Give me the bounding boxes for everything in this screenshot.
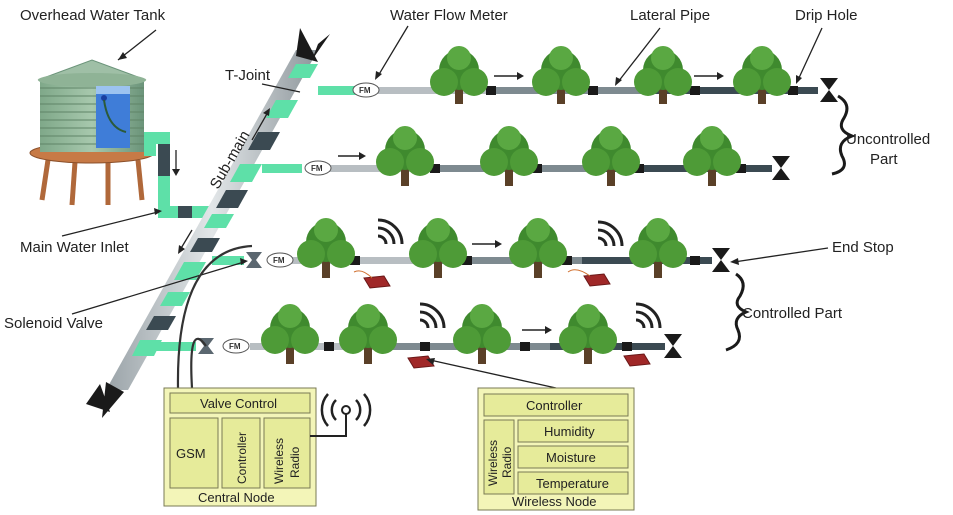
uncontrolled-brace — [831, 94, 857, 176]
wifi-signal-icon — [635, 302, 662, 329]
tree-icon — [480, 126, 538, 186]
label-t-joint: T-Joint — [225, 67, 271, 84]
tree-icon — [509, 218, 567, 278]
svg-text:FM: FM — [229, 342, 241, 351]
central-node-title: Valve Control — [200, 396, 277, 411]
sub-main-pipe — [86, 28, 330, 418]
central-node-gsm: GSM — [176, 446, 206, 461]
main-inlet-pipe — [144, 132, 216, 218]
label-lateral-pipe: Lateral Pipe — [630, 7, 710, 24]
label-end-stop: End Stop — [832, 239, 894, 256]
end-stop-valve-icon — [820, 90, 838, 102]
tree-icon — [733, 46, 791, 104]
end-stop-valve-icon — [772, 156, 790, 168]
control-cable — [190, 337, 207, 389]
label-uncontrolled-part: Uncontrolled — [846, 131, 930, 148]
wifi-signal-icon — [377, 218, 404, 245]
tree-icon — [634, 46, 692, 104]
label-main-water-inlet: Main Water Inlet — [20, 239, 129, 256]
tree-icon — [629, 218, 687, 278]
central-node-radio: Radio — [288, 446, 302, 478]
wireless-node-radio: Radio — [500, 446, 514, 478]
wireless-node-box: Controller Wireless Radio Humidity Moist… — [477, 387, 635, 511]
controlled-brace — [725, 272, 750, 352]
central-node-controller: Controller — [235, 432, 249, 484]
wifi-signal-icon — [419, 302, 446, 329]
flow-arrows — [338, 75, 720, 331]
antenna-icon — [310, 393, 372, 437]
tree-icon — [582, 126, 640, 186]
end-stop-valve-icon — [820, 78, 838, 90]
wireless-node-caption: Wireless Node — [512, 494, 597, 509]
flow-meter-icon: FM — [222, 338, 250, 354]
svg-text:FM: FM — [311, 164, 323, 173]
end-stop-valve-icon — [712, 248, 730, 260]
tree-icon — [430, 46, 488, 104]
label-water-flow-meter: Water Flow Meter — [390, 7, 508, 24]
flow-meter-icon: FM — [304, 160, 332, 176]
tree-icon — [453, 304, 511, 364]
wireless-node-temperature: Temperature — [536, 476, 609, 491]
wireless-node-moisture: Moisture — [546, 450, 596, 465]
svg-text:FM: FM — [359, 86, 371, 95]
tree-icon — [559, 304, 617, 364]
tree-icon — [376, 126, 434, 186]
tree-icon — [683, 126, 741, 186]
control-cable — [176, 244, 253, 389]
central-node-caption: Central Node — [198, 490, 275, 505]
flow-meter-icon: FM — [266, 252, 294, 268]
sensor-node-icon — [567, 269, 611, 287]
water-tank-icon — [29, 59, 155, 206]
label-overhead-water-tank: Overhead Water Tank — [20, 7, 166, 24]
end-stop-valve-icon — [664, 334, 682, 346]
central-node-box: Valve Control GSM Controller Wireless Ra… — [163, 387, 317, 507]
tree-icon — [409, 218, 467, 278]
wireless-node-controller: Controller — [526, 398, 583, 413]
solenoid-valve-icon — [246, 252, 262, 268]
label-controlled-part: Controlled Part — [742, 305, 843, 322]
tree-icon — [261, 304, 319, 364]
svg-text:FM: FM — [273, 256, 285, 265]
label-drip-hole: Drip Hole — [795, 7, 858, 24]
central-node-wireless: Wireless — [272, 438, 286, 484]
wireless-node-humidity: Humidity — [544, 424, 595, 439]
end-stop-valve-icon — [664, 346, 682, 358]
label-solenoid-valve: Solenoid Valve — [4, 315, 103, 332]
flow-meter-icon: FM — [352, 82, 380, 98]
wifi-signal-icon — [597, 220, 624, 247]
end-stop-valve-icon — [772, 168, 790, 180]
sensor-node-icon — [353, 270, 391, 289]
end-stop-valve-icon — [712, 260, 730, 272]
tree-icon — [297, 218, 355, 278]
wireless-node-wireless: Wireless — [486, 440, 500, 486]
tree-icon — [532, 46, 590, 104]
sensor-node-icon — [623, 353, 651, 367]
tree-icon — [339, 304, 397, 364]
label-uncontrolled-part-2: Part — [870, 151, 898, 168]
